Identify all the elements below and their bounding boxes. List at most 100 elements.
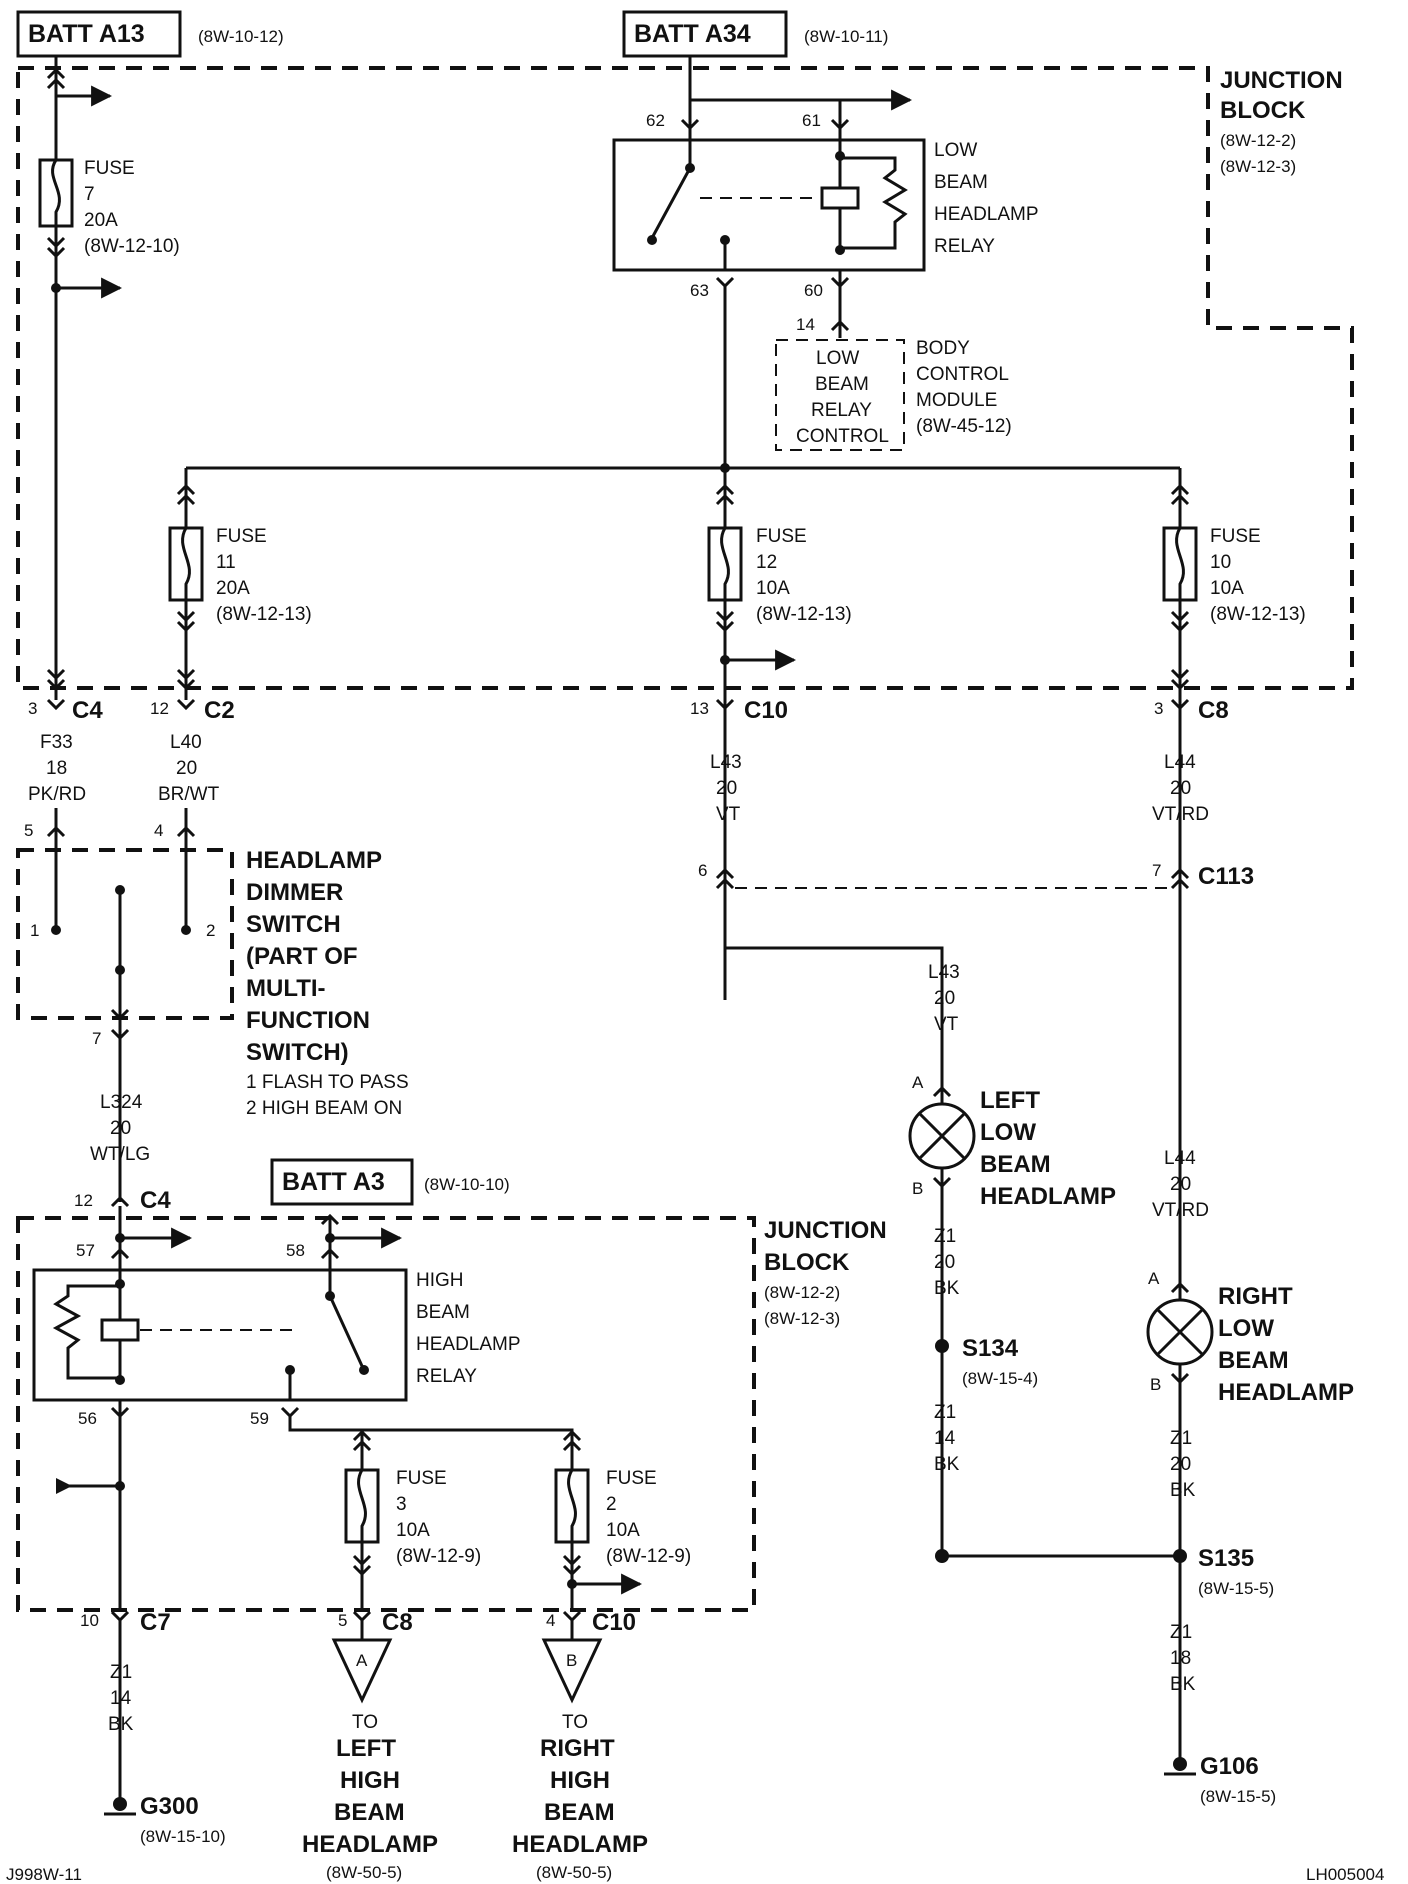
svg-text:C7: C7 [140,1609,171,1636]
connector-c4-lower: 12 C4 [74,1187,171,1214]
svg-text:2: 2 [206,921,215,940]
fuse-10-branch: FUSE 10 10A (8W-12-13) [1162,468,1306,1760]
svg-text:BK: BK [1170,1674,1196,1695]
svg-text:L324: L324 [100,1092,143,1113]
svg-text:A: A [1148,1269,1160,1288]
svg-text:SWITCH): SWITCH) [246,1039,349,1066]
svg-text:HIGH: HIGH [416,1270,464,1291]
svg-text:B: B [566,1651,577,1670]
svg-text:C8: C8 [382,1609,413,1636]
svg-text:BEAM: BEAM [1218,1347,1289,1374]
wire-label-f33: F33 18 PK/RD [28,732,86,805]
svg-text:HEADLAMP: HEADLAMP [934,204,1039,225]
svg-text:B: B [1150,1375,1161,1394]
svg-text:BLOCK: BLOCK [764,1249,850,1276]
figure-id: LH005004 [1306,1865,1384,1884]
svg-text:(8W-45-12): (8W-45-12) [916,416,1012,437]
svg-text:BK: BK [108,1714,134,1735]
svg-text:FUSE: FUSE [1210,526,1261,547]
svg-text:BEAM: BEAM [815,374,869,395]
svg-text:HEADLAMP: HEADLAMP [246,847,382,874]
svg-text:4: 4 [546,1611,555,1630]
svg-text:Z1: Z1 [110,1662,132,1683]
splice-s135: S135 (8W-15-5) Z1 18 BK [935,1545,1274,1695]
svg-text:VT: VT [934,1014,959,1035]
svg-text:F33: F33 [40,732,73,753]
svg-text:CONTROL: CONTROL [796,426,889,447]
svg-text:10: 10 [80,1611,99,1630]
wire-label-l44-lower: L44 20 VT/RD [1152,1148,1209,1221]
low-beam-relay: LOW BEAM HEADLAMP RELAY 62 61 63 60 [612,56,1039,300]
svg-text:BEAM: BEAM [416,1302,470,1323]
svg-text:RELAY: RELAY [934,236,995,257]
svg-text:C113: C113 [1198,863,1254,890]
svg-text:(PART OF: (PART OF [246,943,358,970]
svg-text:FUSE: FUSE [756,526,807,547]
svg-text:BEAM: BEAM [334,1799,405,1826]
svg-text:BEAM: BEAM [980,1151,1051,1178]
svg-text:12: 12 [150,699,169,718]
svg-text:MULTI-: MULTI- [246,975,326,1002]
svg-text:HEADLAMP: HEADLAMP [416,1334,521,1355]
svg-text:10A: 10A [756,578,790,599]
svg-text:(8W-50-5): (8W-50-5) [536,1863,612,1882]
svg-text:7: 7 [84,184,95,205]
svg-text:18: 18 [46,758,67,779]
svg-text:DIMMER: DIMMER [246,879,343,906]
low-beam-bus [186,286,1180,473]
svg-text:(8W-12-2): (8W-12-2) [1220,131,1296,150]
left-low-beam-headlamp: L43 20 VT A B LEFT LOW BEAM HEADLAMP Z1 … [723,890,1116,1346]
svg-text:FUSE: FUSE [84,158,135,179]
svg-text:WT/LG: WT/LG [90,1144,150,1165]
svg-text:LOW: LOW [1218,1315,1274,1342]
svg-text:20: 20 [716,778,737,799]
svg-text:(8W-12-3): (8W-12-3) [1220,157,1296,176]
svg-text:10A: 10A [606,1520,640,1541]
svg-text:20: 20 [934,1252,955,1273]
right-low-beam-headlamp: A B RIGHT LOW BEAM HEADLAMP Z1 20 BK [1146,1269,1354,1501]
ground-g106: G106 (8W-15-5) [1164,1700,1276,1806]
svg-text:7: 7 [1152,861,1161,880]
svg-text:Z1: Z1 [934,1402,956,1423]
svg-text:12: 12 [74,1191,93,1210]
wire-label-l43-top: L43 20 VT [710,752,742,825]
svg-text:13: 13 [690,699,709,718]
junction-block-lower-outline [16,1216,756,1612]
svg-text:C10: C10 [592,1609,636,1636]
svg-text:10A: 10A [396,1520,430,1541]
svg-text:3: 3 [1154,699,1163,718]
svg-text:HIGH: HIGH [550,1767,610,1794]
svg-text:(8W-12-2): (8W-12-2) [764,1283,840,1302]
svg-text:RELAY: RELAY [416,1366,477,1387]
svg-text:(8W-12-9): (8W-12-9) [606,1546,691,1567]
svg-text:BATT A13: BATT A13 [28,20,145,48]
svg-text:63: 63 [690,281,709,300]
batt-a3-source: BATT A3 (8W-10-10) [270,1158,510,1206]
svg-text:2: 2 [606,1494,617,1515]
svg-text:(8W-15-5): (8W-15-5) [1198,1579,1274,1598]
junction-block-upper-outline [16,66,1354,690]
svg-text:TO: TO [562,1712,588,1733]
svg-text:S134: S134 [962,1335,1019,1362]
svg-text:(8W-12-10): (8W-12-10) [84,236,180,257]
svg-text:S135: S135 [1198,1545,1254,1572]
ground-path-g300: 10 C7 Z1 14 BK G300 (8W-15-10) [56,1400,226,1846]
connector-c10-upper: 13 C10 [690,697,788,724]
svg-text:HEADLAMP: HEADLAMP [302,1831,438,1858]
svg-text:20: 20 [110,1118,131,1139]
svg-text:1 FLASH TO PASS: 1 FLASH TO PASS [246,1072,409,1093]
svg-text:20: 20 [1170,1454,1191,1475]
svg-text:VT/RD: VT/RD [1152,804,1209,825]
svg-text:(8W-12-13): (8W-12-13) [216,604,312,625]
svg-text:FUSE: FUSE [396,1468,447,1489]
svg-text:(8W-12-13): (8W-12-13) [1210,604,1306,625]
svg-text:5: 5 [24,821,33,840]
offpage-left-high-beam: 5 C8 A TO LEFT HIGH BEAM HEADLAMP (8W-50… [302,1609,438,1882]
svg-text:L44: L44 [1164,1148,1196,1169]
headlamp-dimmer-switch: 5 4 1 2 7 HEADLAMP DIMMER SWITCH (PART O… [16,808,409,1119]
svg-text:C8: C8 [1198,697,1229,724]
svg-text:JUNCTION: JUNCTION [1220,67,1343,94]
connector-c4-upper: 3 C4 [28,697,103,724]
svg-text:G106: G106 [1200,1753,1259,1780]
